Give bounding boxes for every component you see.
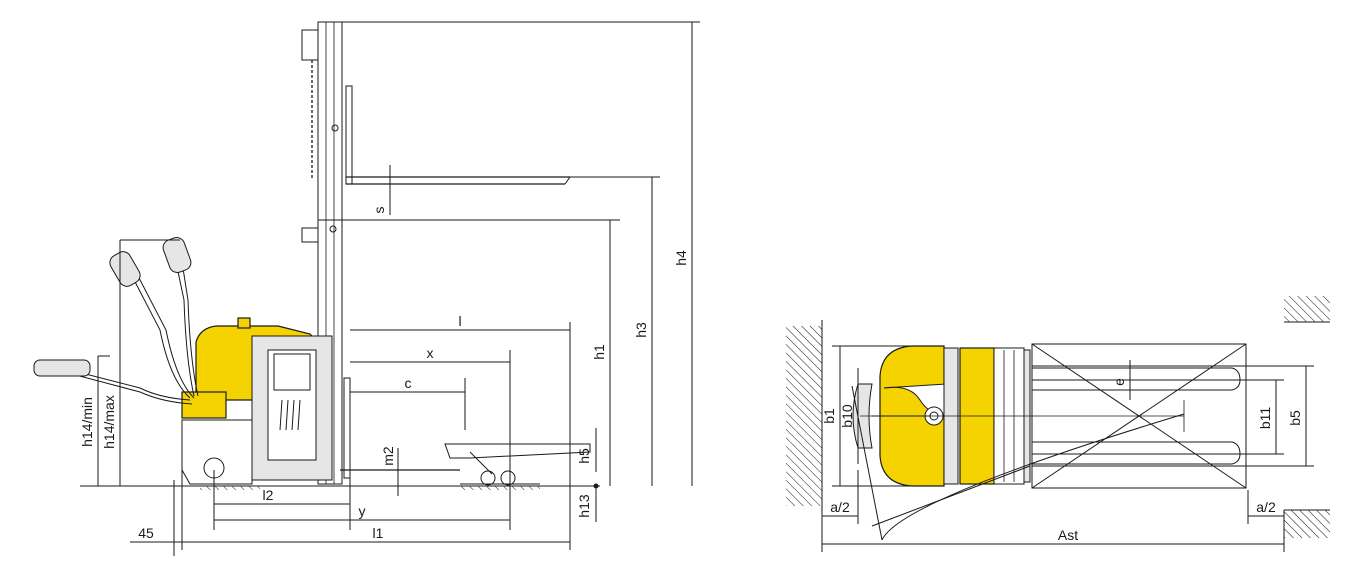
label-h4: h4 <box>673 250 689 266</box>
ground-hatching <box>200 486 540 490</box>
raised-forks <box>345 85 660 185</box>
label-b1: b1 <box>821 408 837 424</box>
label-ast: Ast <box>1058 527 1078 543</box>
mast <box>301 21 700 485</box>
label-e: e <box>1111 378 1127 386</box>
label-x: x <box>427 345 434 361</box>
label-b10: b10 <box>839 404 855 428</box>
label-h14-max: h14/max <box>101 395 117 449</box>
label-h14-min: h14/min <box>79 397 95 447</box>
label-l: l <box>458 313 461 329</box>
wall-right-top <box>1284 296 1330 322</box>
label-m2: m2 <box>380 446 396 466</box>
wall-right-bottom <box>1284 510 1330 538</box>
label-l2: l2 <box>263 487 274 503</box>
label-45: 45 <box>138 525 154 541</box>
tiller-handles <box>33 237 199 405</box>
label-a2-right: a/2 <box>1256 499 1276 515</box>
vent-slots <box>279 399 301 431</box>
wall-left <box>786 326 822 506</box>
label-y: y <box>359 503 366 519</box>
label-a2-left: a/2 <box>830 499 850 515</box>
lowered-forks <box>340 377 591 486</box>
label-l1: l1 <box>373 525 384 541</box>
label-h1: h1 <box>591 344 607 360</box>
side-dimension-lines <box>97 22 693 556</box>
top-dimension-lines <box>821 345 1314 552</box>
label-h3: h3 <box>633 322 649 338</box>
truck-body <box>181 317 333 485</box>
label-b5: b5 <box>1287 410 1303 426</box>
top-view: b1 b10 e b11 b5 a/2 a/2 Ast <box>786 296 1330 552</box>
label-c: c <box>405 375 412 391</box>
side-view: s h4 h3 h1 l x c m2 h5 h13 l2 y l1 45 h1… <box>33 21 700 556</box>
label-b11: b11 <box>1257 407 1273 430</box>
label-s: s <box>371 207 387 214</box>
label-h5: h5 <box>576 448 592 464</box>
label-h13: h13 <box>576 494 592 518</box>
